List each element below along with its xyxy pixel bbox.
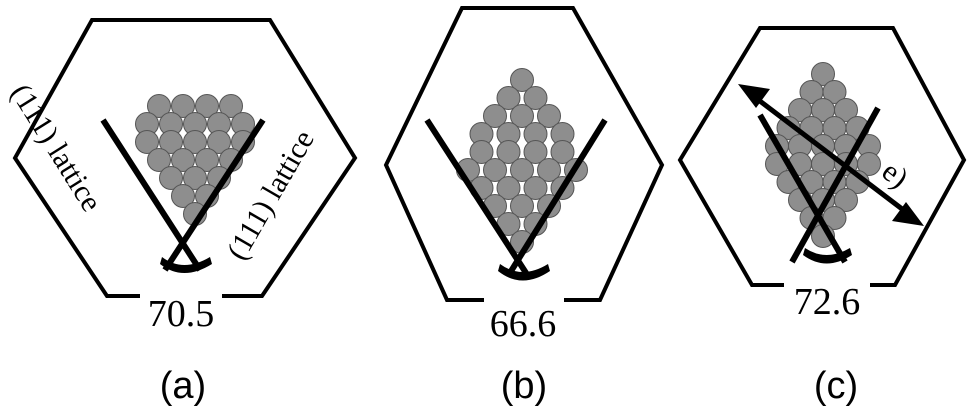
panel-c-lattice-label-partial: e) (876, 155, 915, 195)
particle (183, 166, 207, 190)
panel-c-hexagon (677, 26, 967, 287)
particle (510, 194, 534, 218)
particle (523, 140, 548, 164)
panel-c-arrowhead-bottom (892, 202, 924, 226)
particle (483, 104, 507, 128)
particle (219, 94, 243, 118)
particle (523, 86, 548, 110)
panel-c-label-gap (784, 276, 870, 296)
panel-a-angle-arc (160, 257, 212, 273)
panel-b-right-lattice-line (505, 118, 608, 278)
panel-c-caption: (c) (814, 365, 858, 407)
panel-a-caption: (a) (160, 365, 206, 407)
particle (496, 86, 521, 110)
panel-a-right-lattice-line (162, 118, 266, 272)
particle (834, 188, 858, 212)
particle (510, 104, 534, 128)
particle (147, 148, 171, 172)
panel-a: (111) lattice (111) lattice 70.5 (a) (4, 18, 358, 407)
particle (857, 152, 881, 176)
particle (496, 176, 521, 200)
panel-b: 66.6 (b) (383, 6, 665, 407)
particle (537, 158, 561, 182)
panel-c-angle-value: 72.6 (794, 281, 861, 323)
panel-b-left-lattice-line (424, 118, 531, 278)
particle (469, 140, 494, 164)
particle (510, 158, 534, 182)
particle (483, 158, 507, 182)
particle (183, 130, 207, 154)
panel-b-caption: (b) (501, 365, 547, 407)
particle (171, 94, 195, 118)
panel-a-label-gap (140, 285, 222, 305)
panel-c-double-arrow-shaft (750, 93, 912, 217)
particle (159, 130, 183, 154)
particle (822, 80, 847, 104)
panel-c-arrowhead-top (738, 84, 770, 108)
panel-c-angle-arc (803, 248, 852, 264)
particle (195, 94, 219, 118)
particle (207, 130, 231, 154)
particle (834, 98, 858, 122)
particle (523, 176, 548, 200)
particle (171, 184, 195, 208)
panel-a-particle-cluster (135, 94, 255, 226)
panel-c: e) 72.6 (c) (677, 26, 967, 407)
particle (159, 166, 183, 190)
panel-a-angle-value: 70.5 (148, 293, 215, 335)
panel-b-hexagon (383, 6, 665, 302)
panel-b-particle-cluster (456, 68, 588, 254)
particle (811, 62, 835, 86)
particle (171, 148, 195, 172)
particle (537, 104, 561, 128)
panel-c-left-lattice-line (757, 113, 848, 264)
panel-c-right-lattice-line (789, 106, 881, 264)
panel-b-label-gap (484, 290, 564, 310)
particle (135, 130, 159, 154)
panel-a-hexagon (12, 18, 358, 298)
particle (195, 148, 219, 172)
panel-b-angle-arc (498, 264, 550, 281)
particle (147, 94, 171, 118)
panel-b-angle-value: 66.6 (490, 303, 557, 345)
particle (550, 140, 575, 164)
particle (510, 68, 534, 92)
particle (496, 140, 521, 164)
